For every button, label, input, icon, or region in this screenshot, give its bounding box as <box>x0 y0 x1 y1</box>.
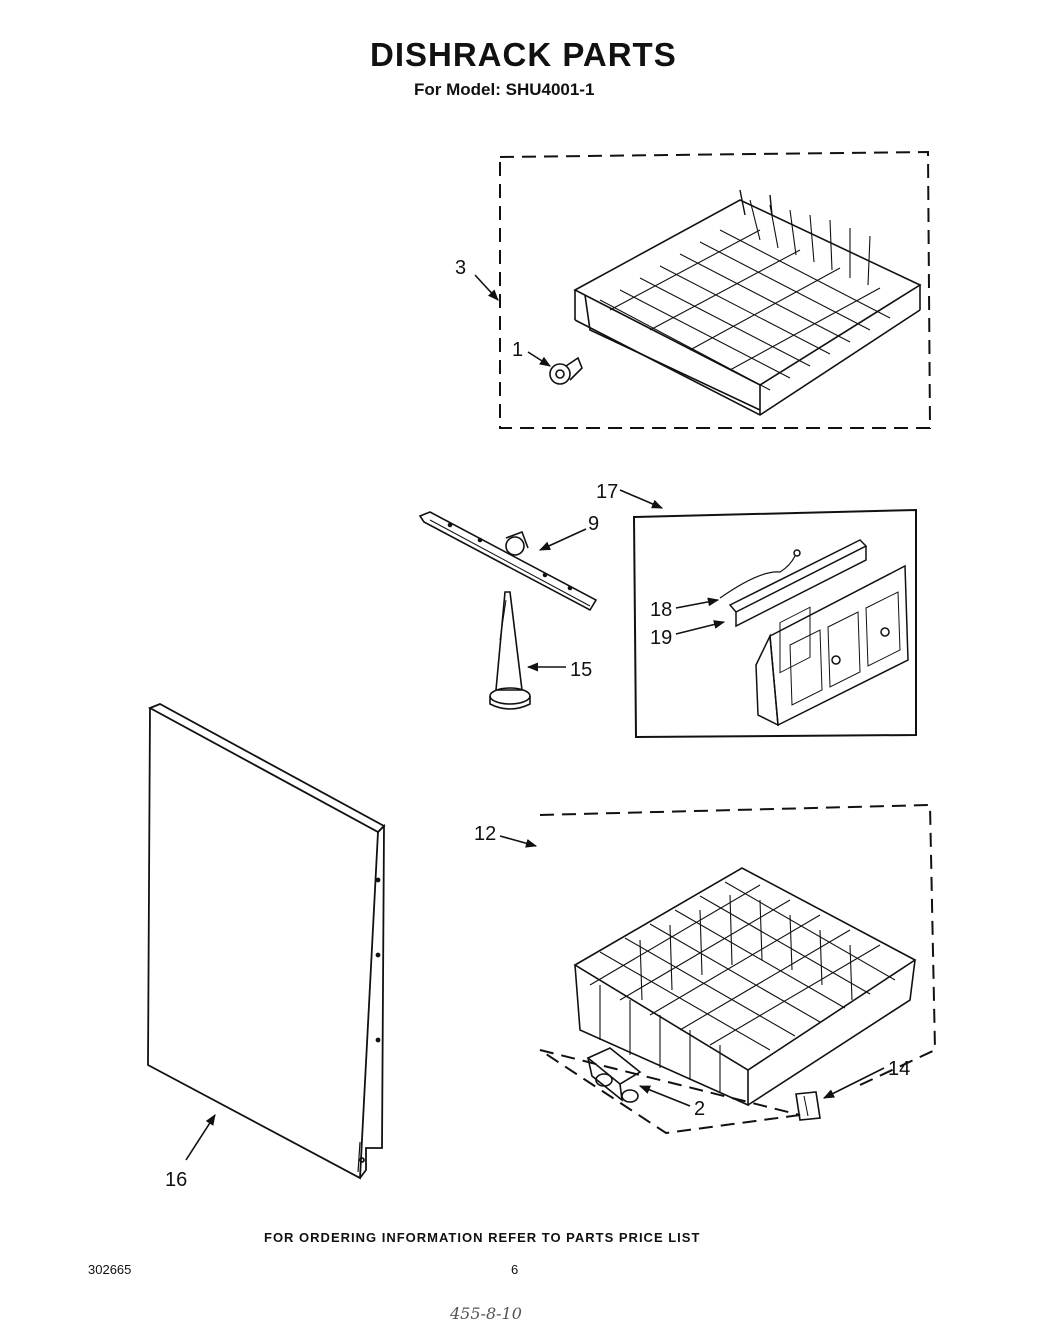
callout-16: 16 <box>165 1169 187 1191</box>
callout-1: 1 <box>512 339 523 361</box>
rack-wheel-drawing <box>549 356 583 385</box>
handwritten-note: 455-8-10 <box>450 1304 522 1323</box>
page-title: DISHRACK PARTS <box>370 36 677 73</box>
callout-17: 17 <box>596 481 618 503</box>
upper-dishrack-drawing <box>573 189 922 416</box>
rack-roller-drawing <box>586 1047 642 1103</box>
callout-arrow-18 <box>675 597 720 609</box>
lower-dishrack-drawing <box>573 867 917 1107</box>
callout-arrow-19 <box>675 620 726 635</box>
lower-rack-group: 2 14 12 <box>474 803 937 1135</box>
callout-15: 15 <box>570 659 592 681</box>
callout-3: 3 <box>455 257 466 279</box>
callout-2: 2 <box>694 1098 705 1120</box>
callout-9: 9 <box>588 513 599 535</box>
side-panel-drawing <box>147 703 386 1180</box>
callout-arrow-16 <box>185 1114 216 1161</box>
rack-clip-drawing <box>795 1091 821 1121</box>
callout-18: 18 <box>650 599 672 621</box>
document-number: 302665 <box>88 1262 132 1277</box>
filter-drawing <box>719 539 909 727</box>
callout-arrow-17 <box>619 489 664 509</box>
filter-assembly-group <box>632 508 917 739</box>
model-subtitle: For Model: SHU4001-1 <box>414 80 595 99</box>
callout-arrow-2 <box>638 1085 691 1107</box>
callout-arrow-1 <box>527 351 551 367</box>
callout-arrow-14 <box>822 1067 885 1099</box>
callout-14: 14 <box>888 1058 910 1080</box>
spray-tube-drawing <box>489 591 531 710</box>
callout-arrow-12 <box>499 835 538 848</box>
ordering-note: FOR ORDERING INFORMATION REFER TO PARTS … <box>264 1230 701 1245</box>
upper-rack-group: 1 3 <box>455 150 932 429</box>
callout-arrow-9 <box>538 528 587 551</box>
callout-12: 12 <box>474 823 496 845</box>
callout-arrow-3 <box>474 274 499 301</box>
page-number: 6 <box>511 1262 519 1277</box>
spray-arm-drawing <box>418 511 598 612</box>
callout-19: 19 <box>650 627 672 649</box>
